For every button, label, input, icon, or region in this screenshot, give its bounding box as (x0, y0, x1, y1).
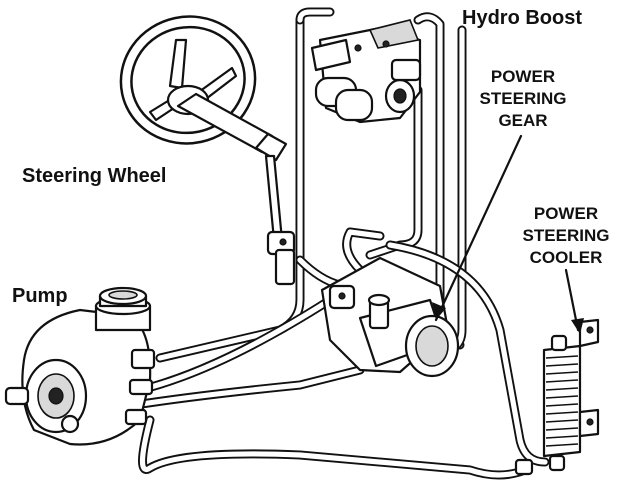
pump-label: Pump (12, 285, 68, 307)
power-steering-gear (320, 256, 460, 378)
power-steering-cooler (514, 318, 600, 476)
gear-label-line-3: GEAR (498, 111, 547, 130)
leader-arrows (432, 134, 584, 334)
gear-label-line-2: STEERING (480, 89, 567, 108)
power-steering-gear-label: POWER STEERING GEAR (480, 67, 567, 130)
hydro-boost-unit (310, 19, 422, 124)
hydraulic-lines (130, 7, 550, 480)
steering-shaft (264, 154, 296, 286)
gear-label-line-1: POWER (491, 67, 555, 86)
cooler-label-line-2: STEERING (523, 226, 610, 245)
cooler-label-line-1: POWER (534, 204, 598, 223)
power-steering-pump (4, 286, 156, 446)
hydro-boost-label: Hydro Boost (462, 7, 582, 29)
cooler-label-line-3: COOLER (530, 248, 603, 267)
power-steering-cooler-label: POWER STEERING COOLER (523, 204, 610, 267)
steering-wheel-label: Steering Wheel (22, 165, 166, 187)
steering-wheel (119, 15, 288, 162)
